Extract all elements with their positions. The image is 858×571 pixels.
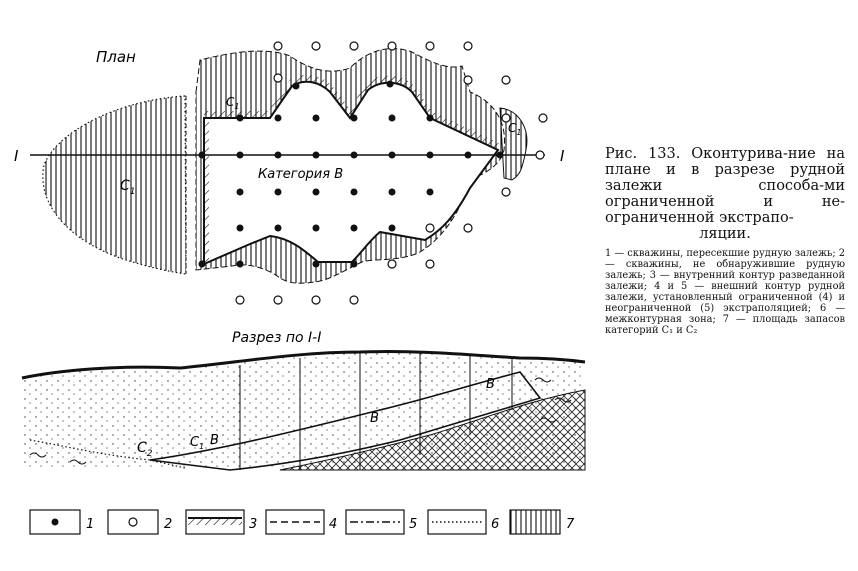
legend-item-5: 5 [345,509,417,535]
legend-item-4: 4 [265,509,337,535]
section-title: Разрез по I-I [232,330,321,346]
section-wells [239,351,513,470]
open-circle-icon [128,517,138,527]
caption-legend-text: 1 — скважины, пересекшие рудную залежь; … [605,248,845,336]
svg-text:6: 6 [491,517,499,532]
legend-item-2: 2 [107,509,172,535]
svg-text:7: 7 [566,517,575,532]
legend-item-3: 3 [185,509,257,535]
c1-extrapolation-zone [42,95,187,275]
legend-item-6: 6 [427,509,499,535]
legend-item-7: 7 [509,509,575,535]
legend: 1 2 3 4 5 6 7 [29,509,575,535]
ore-body-section [149,371,542,471]
ore-body-figure: План I I Категория В C1 C1 C1 Разрез по … [14,41,586,535]
svg-text:4: 4 [329,517,337,532]
plan-title: План [96,48,136,66]
legend-item-1: 1 [29,509,94,535]
filled-circle-icon [51,518,59,526]
caption-title-last: ляции. [699,226,751,242]
c1-right-zone [499,107,528,181]
section-c1-label: C1 [190,435,204,451]
svg-text:1: 1 [86,517,94,532]
c1-left-label: C1 [120,178,136,197]
figure-caption: Рис. 133. Оконтурива-ние на плане и в ра… [605,146,845,336]
svg-text:2: 2 [164,517,172,532]
category-b-label: Категория В [258,167,343,182]
c1-top-label: C1 [226,95,239,111]
wave-marks [29,377,572,465]
svg-text:5: 5 [409,517,417,532]
section-b-label-1: В [210,433,219,448]
section-b-label-3: В [486,377,495,392]
wells-without-ore [235,41,548,305]
wells-intersecting-ore [198,80,504,268]
caption-title-text: Рис. 133. Оконтурива-ние на плане и в ра… [605,146,845,226]
line-label-left: I [14,147,19,165]
hatched-bar-icon [188,519,242,525]
svg-text:3: 3 [249,517,257,532]
caption-title: Рис. 133. Оконтурива-ние на плане и в ра… [605,146,845,242]
c1-right-label: C1 [508,121,521,137]
line-label-right: I [560,147,565,165]
vertical-stripes-icon [509,509,561,535]
section-b-label-2: В [370,411,379,426]
bedrock [279,389,586,471]
section-c2-label: C2 [137,440,153,459]
